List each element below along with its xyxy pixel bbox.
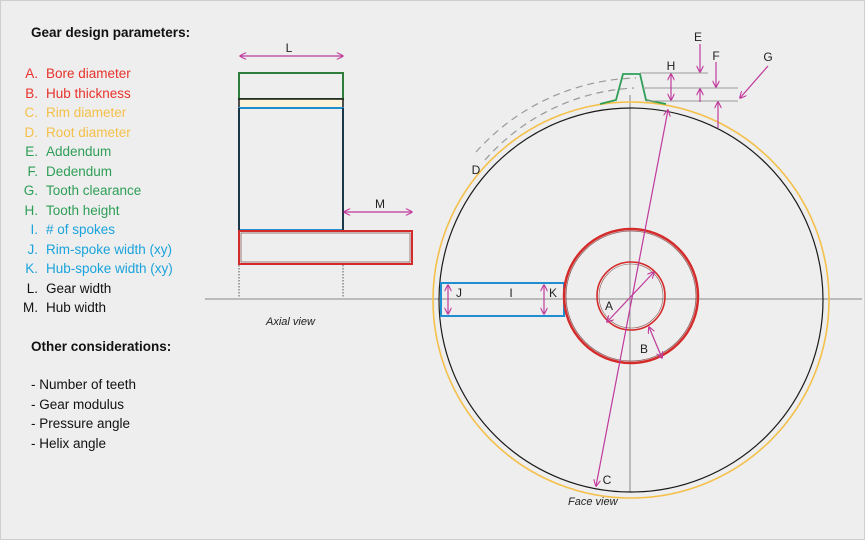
- consideration-item: - Pressure angle: [31, 416, 131, 431]
- parameter-label: Dedendum: [46, 163, 113, 179]
- parameter-label: # of spokes: [46, 222, 116, 237]
- parameter-item: H. Tooth height: [0, 201, 173, 221]
- parameter-item: L. Gear width: [0, 279, 173, 299]
- axial-spoke-section: [238, 107, 344, 231]
- parameter-letter: D.: [24, 124, 39, 140]
- parameter-letter: G.: [23, 183, 38, 198]
- parameter-letter: H.: [24, 202, 39, 218]
- dimension-C-label: C: [603, 473, 612, 487]
- parameter-label: Addendum: [46, 144, 112, 159]
- dimension-F-label: F: [712, 49, 719, 63]
- parameter-label: Tooth height: [46, 202, 120, 218]
- dimension-C-arrow: [596, 110, 668, 486]
- parameter-label: Root diameter: [46, 124, 131, 140]
- dimension-G-label: G: [763, 50, 772, 64]
- parameter-letter: A.: [25, 66, 38, 81]
- gear-tooth: [599, 73, 667, 105]
- parameters-heading: Gear design parameters:: [31, 25, 191, 40]
- parameter-letter: F.: [27, 163, 38, 179]
- parameter-label: Hub thickness: [46, 85, 131, 101]
- dimension-J-label: J: [456, 286, 462, 300]
- dimension-B-label: B: [640, 342, 648, 356]
- parameter-item: K. Hub-spoke width (xy): [0, 259, 173, 279]
- pitch-circle-arc: [484, 87, 635, 161]
- rim-circle: [432, 101, 830, 499]
- axial-hub-inner-edge: [240, 232, 411, 263]
- parameter-item: B. Hub thickness: [0, 84, 173, 104]
- root-circle: [438, 107, 824, 493]
- dimension-L-label: L: [286, 41, 293, 55]
- considerations-heading: Other considerations:: [31, 339, 172, 354]
- parameter-label: Tooth clearance: [46, 183, 142, 198]
- parameter-letter: I.: [30, 222, 38, 237]
- dimension-G-arrow-diagonal: [740, 65, 769, 98]
- dimension-B-arrow: [649, 327, 662, 358]
- parameter-label: Gear width: [46, 280, 112, 296]
- parameter-letter: C.: [24, 105, 39, 120]
- face-view-caption: Face view: [568, 496, 618, 508]
- addendum-circle-arc: [475, 77, 637, 153]
- parameter-label: Rim diameter: [46, 105, 127, 120]
- parameter-item: C. Rim diameter: [0, 103, 173, 123]
- axial-view-caption: Axial view: [266, 316, 315, 328]
- parameter-letter: E.: [25, 144, 38, 159]
- face-view: H E F G J I K A B C D: [432, 30, 830, 499]
- consideration-item: - Gear modulus: [31, 396, 125, 412]
- parameter-item: G. Tooth clearance: [0, 181, 173, 201]
- consideration-item: - Number of teeth: [31, 377, 137, 392]
- dimension-E-label: E: [694, 30, 702, 44]
- dimension-K-label: K: [549, 286, 557, 300]
- consideration-item: - Helix angle: [31, 435, 107, 451]
- axial-view: L M: [238, 41, 413, 298]
- parameter-item: D. Root diameter: [0, 123, 173, 143]
- dimension-H-label: H: [667, 59, 676, 73]
- parameter-label: Rim-spoke width (xy): [46, 241, 173, 257]
- parameter-letter: L.: [26, 280, 38, 296]
- parameter-item: E. Addendum: [0, 142, 173, 162]
- dimension-D-label: D: [472, 163, 481, 177]
- parameter-item: J. Rim-spoke width (xy): [0, 240, 173, 260]
- parameter-label: Bore diameter: [46, 66, 131, 81]
- dimension-A-label: A: [605, 299, 613, 313]
- parameter-letter: K.: [25, 261, 38, 276]
- parameter-item: A. Bore diameter: [0, 64, 173, 84]
- parameter-label: Hub width: [46, 300, 107, 315]
- parameter-item: M. Hub width: [0, 298, 173, 318]
- axial-tooth-band: [238, 72, 344, 100]
- parameter-letter: M.: [23, 300, 38, 315]
- parameter-item: F. Dedendum: [0, 162, 173, 182]
- parameter-letter: J.: [27, 241, 38, 257]
- parameter-letter: B.: [25, 85, 38, 101]
- dimension-M-label: M: [375, 197, 385, 211]
- axial-rim-band: [238, 98, 344, 109]
- parameter-item: I. # of spokes: [0, 220, 173, 240]
- axial-hub-section: [238, 230, 413, 265]
- considerations-list: - Number of teeth - Gear modulus - Pressur…: [31, 375, 136, 453]
- dimension-I-label: I: [509, 286, 512, 300]
- parameter-label: Hub-spoke width (xy): [46, 261, 173, 276]
